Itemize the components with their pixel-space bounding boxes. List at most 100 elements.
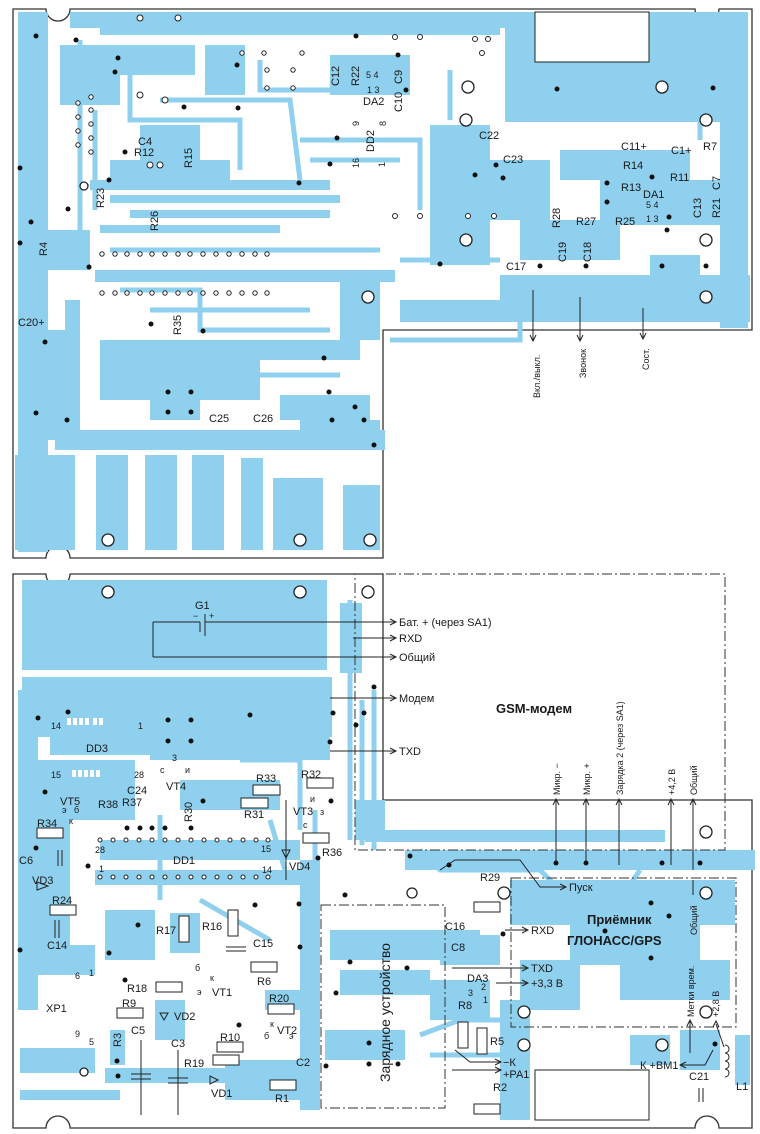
label-c13: C13 bbox=[692, 198, 704, 218]
label-r28: R28 bbox=[551, 208, 563, 228]
label-r24: R24 bbox=[52, 895, 72, 907]
pin-da1-top: 5 4 bbox=[646, 200, 659, 210]
pin-vt3-i: и bbox=[310, 794, 315, 804]
bottom-connector-window bbox=[534, 1069, 650, 1121]
label-r9: R9 bbox=[122, 998, 136, 1010]
pin-dd3-15: 15 bbox=[51, 770, 61, 780]
label-dd1: DD1 bbox=[173, 855, 195, 867]
gps-signal-2v8: +2,8 В bbox=[711, 991, 721, 1017]
pin-vt4-c: с bbox=[160, 765, 165, 775]
battery-minus: − bbox=[193, 611, 198, 621]
top-ic-pads bbox=[75, 14, 497, 296]
top-connector-window bbox=[534, 11, 650, 63]
gsm-signal-mic-plus: Микр. + bbox=[582, 763, 592, 795]
gsm-signal-charge2: Зарядка 2 (через SA1) bbox=[615, 701, 625, 795]
label-r7: R7 bbox=[703, 141, 717, 153]
label-c14: C14 bbox=[47, 940, 67, 952]
label-r19: R19 bbox=[184, 1058, 204, 1070]
label-c20: C20+ bbox=[18, 317, 45, 329]
label-r33: R33 bbox=[256, 773, 276, 785]
bottom-mounting-holes bbox=[79, 585, 713, 1077]
gps-title-line1: Приёмник bbox=[587, 912, 652, 927]
pin-xp1-5: 5 bbox=[89, 1037, 94, 1047]
label-c17: C17 bbox=[506, 261, 526, 273]
label-r37: R37 bbox=[122, 797, 142, 809]
pin-dd3-1: 1 bbox=[138, 721, 143, 731]
pin-vt1-k: к bbox=[210, 973, 214, 983]
label-r25: R25 bbox=[615, 216, 635, 228]
label-dd2: DD2 bbox=[365, 130, 377, 152]
label-c16: C16 bbox=[445, 921, 465, 933]
label-r4: R4 bbox=[38, 242, 50, 256]
label-c8: C8 bbox=[451, 942, 465, 954]
label-c4: C4 bbox=[138, 136, 152, 148]
gps-signal-timemarks: Метки врем. bbox=[686, 966, 696, 1017]
top-component-labels: C12 R22 DA2 C10 C9 DD2 C4 R12 R15 R23 R2… bbox=[18, 66, 723, 425]
label-c26: C26 bbox=[253, 413, 273, 425]
bottom-component-labels: DD3 DD1 VT5 VT4 VT3 VT1 VT2 C24 R38 R37 … bbox=[19, 721, 748, 1105]
gps-signal-common: Общий bbox=[689, 905, 699, 935]
label-vt1: VT1 bbox=[212, 987, 232, 999]
gsm-signal-bat: Бат. + (через SA1) bbox=[399, 617, 492, 629]
label-c21: C21 bbox=[689, 1071, 709, 1083]
gps-signal-rxd: RXD bbox=[531, 925, 554, 937]
top-board: C12 R22 DA2 C10 C9 DD2 C4 R12 R15 R23 R2… bbox=[12, 8, 753, 559]
pin-vt5-e: э bbox=[62, 805, 67, 815]
pin-vt1-e: э bbox=[197, 987, 202, 997]
label-r2: R2 bbox=[493, 1082, 507, 1094]
label-r30: R30 bbox=[183, 802, 195, 822]
pin-da3-2: 2 bbox=[481, 982, 486, 992]
gsm-left-leads: Бат. + (через SA1) RXD Общий Модем TXD bbox=[330, 617, 492, 758]
bm1-label: К +BM1 bbox=[640, 1060, 679, 1072]
gsm-signal-common: Общий bbox=[399, 652, 435, 664]
gsm-signal-common2: Общий bbox=[689, 765, 699, 795]
label-r36: R36 bbox=[322, 847, 342, 859]
label-r21: R21 bbox=[711, 198, 723, 218]
component-symbols bbox=[36, 777, 730, 1115]
pa1-bm1-leads: −К +PA1 К +BM1 bbox=[452, 1049, 714, 1081]
label-c24: C24 bbox=[127, 785, 147, 797]
gsm-bottom-leads: Микр. − Микр. + Зарядка 2 (через SA1) +4… bbox=[552, 701, 699, 870]
label-c3: C3 bbox=[171, 1038, 185, 1050]
label-r12: R12 bbox=[134, 147, 154, 159]
label-r5: R5 bbox=[490, 1036, 504, 1048]
label-c9: C9 bbox=[393, 70, 405, 84]
label-r32: R32 bbox=[301, 769, 321, 781]
top-signal-leads: Вкл./выкл. Звонок Сост. bbox=[529, 290, 651, 398]
label-vd1: VD1 bbox=[211, 1088, 232, 1100]
pin-da3-3: 3 bbox=[468, 988, 473, 998]
label-r20: R20 bbox=[269, 993, 289, 1005]
label-dd3: DD3 bbox=[86, 743, 108, 755]
label-c19: C19 bbox=[557, 242, 569, 262]
top-vias bbox=[17, 33, 716, 448]
bottom-vias bbox=[17, 684, 718, 1079]
pin-dd3-14: 14 bbox=[51, 721, 61, 731]
dd1-pads bbox=[97, 837, 271, 880]
label-r31: R31 bbox=[244, 809, 264, 821]
label-c1: C1+ bbox=[671, 145, 692, 157]
pin-dd3-28: 28 bbox=[134, 770, 144, 780]
label-vd3: VD3 bbox=[32, 875, 53, 887]
label-r11: R11 bbox=[670, 172, 689, 184]
signal-status: Сост. bbox=[641, 348, 651, 370]
gsm-signal-4v2: +4,2 В bbox=[667, 769, 677, 795]
label-r8: R8 bbox=[458, 1000, 472, 1012]
pin-vt3-z: з bbox=[320, 807, 324, 817]
label-vd4: VD4 bbox=[289, 861, 310, 873]
pin-da2-bottom: 1 3 bbox=[367, 85, 380, 95]
label-c23: C23 bbox=[503, 154, 523, 166]
label-r34: R34 bbox=[37, 818, 57, 830]
pin-vt5-k: к bbox=[69, 816, 73, 826]
label-c6: C6 bbox=[19, 855, 33, 867]
label-r22: R22 bbox=[350, 66, 362, 86]
gps-signal-txd: TXD bbox=[531, 963, 553, 975]
label-vt5: VT5 bbox=[60, 796, 80, 808]
label-c15: C15 bbox=[253, 938, 273, 950]
label-r3: R3 bbox=[112, 1033, 124, 1047]
gps-title-line2: ГЛОНАСС/GPS bbox=[567, 933, 662, 948]
pa1-plus: +PA1 bbox=[503, 1069, 529, 1081]
label-vd2: VD2 bbox=[174, 1011, 195, 1023]
label-r1: R1 bbox=[275, 1093, 289, 1105]
pin-vt4-i: и bbox=[185, 765, 190, 775]
